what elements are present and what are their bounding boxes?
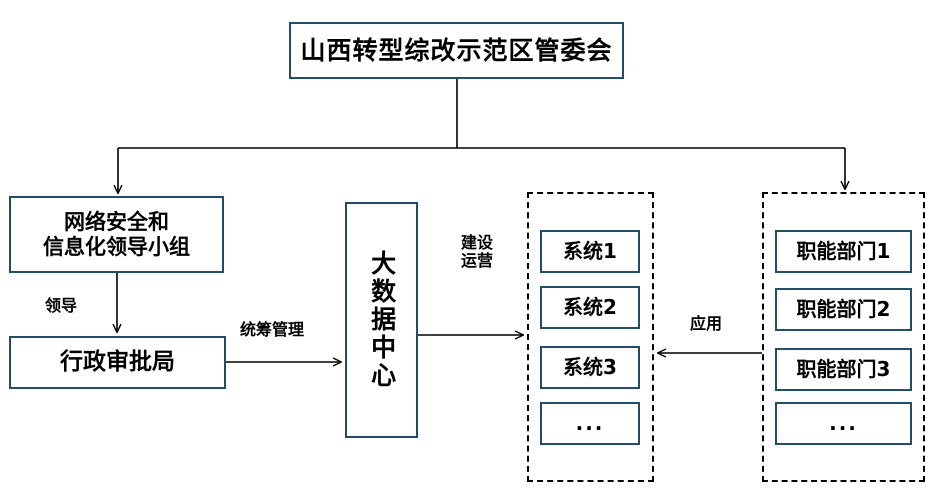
list-item-system-3[interactable]: 系统3: [540, 346, 640, 389]
lead-group-line-1: 网络安全和: [64, 209, 169, 234]
list-item-system-2[interactable]: 系统2: [540, 286, 640, 329]
edge-label-construction-operation: 建设 运营: [456, 233, 498, 271]
node-committee[interactable]: 山西转型综改示范区管委会: [289, 22, 624, 79]
node-text-wrapper: 网络安全和 信息化领导小组: [43, 210, 190, 260]
list-item-department-more[interactable]: ...: [775, 402, 912, 445]
node-cybersecurity-informatization-leading-group[interactable]: 网络安全和 信息化领导小组: [9, 196, 224, 273]
data-center-label: 大数据中心: [367, 250, 397, 390]
list-item-system-1[interactable]: 系统1: [540, 230, 640, 273]
edge-label-leadership: 领导: [45, 296, 78, 315]
build-label-line-1: 建设: [460, 233, 493, 252]
list-item-department-2[interactable]: 职能部门2: [775, 288, 912, 331]
edge-label-application: 应用: [690, 314, 723, 333]
list-item-system-more[interactable]: ...: [540, 402, 640, 445]
group-functional-departments: [762, 192, 925, 482]
edge-label-overall-management: 统筹管理: [240, 320, 305, 339]
build-label-line-2: 运营: [460, 251, 493, 271]
list-item-department-1[interactable]: 职能部门1: [775, 230, 912, 273]
group-systems: [527, 192, 654, 482]
list-item-department-3[interactable]: 职能部门3: [775, 348, 912, 391]
lead-group-line-2: 信息化领导小组: [43, 234, 190, 259]
node-administrative-approval-bureau[interactable]: 行政审批局: [9, 336, 226, 389]
node-big-data-center[interactable]: 大数据中心: [345, 202, 418, 438]
